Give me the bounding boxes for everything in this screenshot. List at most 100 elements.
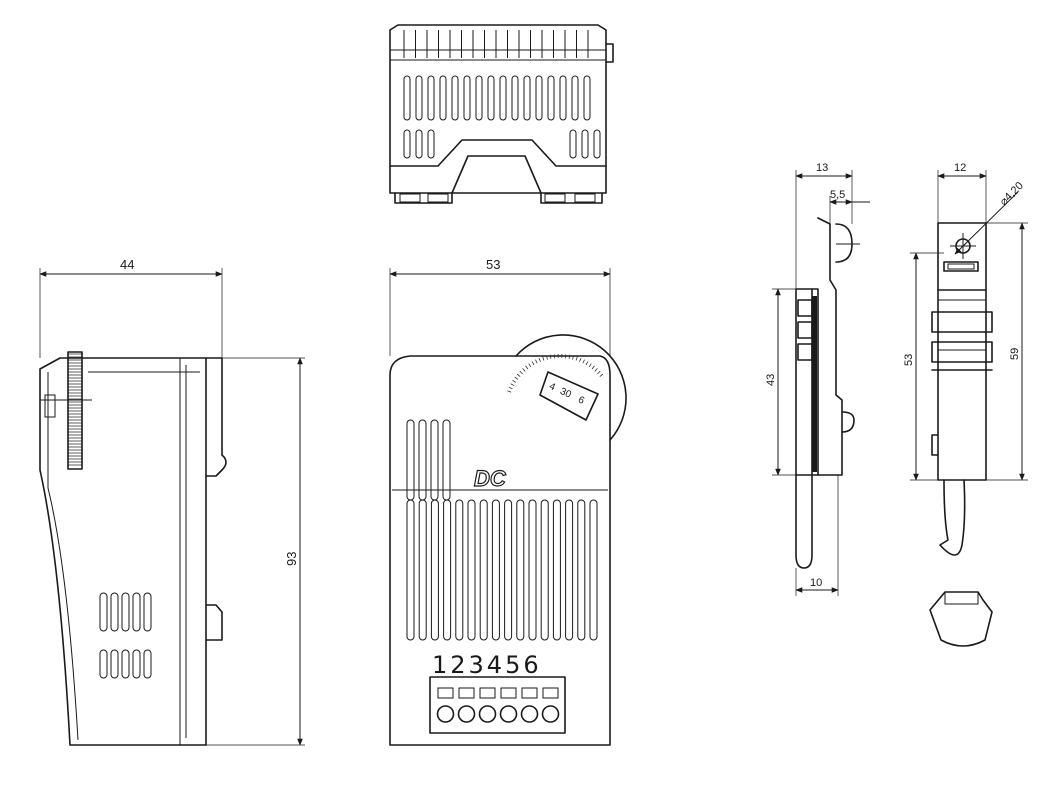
- vent-slot: [427, 129, 435, 159]
- dial-tooth: [597, 370, 601, 375]
- dim-sensor-offset: 5,5: [830, 189, 845, 201]
- vent-slot: [132, 649, 141, 679]
- dial-tooth: [522, 368, 526, 372]
- dim-probe-width: 10: [810, 577, 822, 589]
- dial-tooth: [507, 390, 512, 393]
- vent-slot: [552, 499, 561, 641]
- terminal-clamp: [542, 687, 559, 699]
- top-view-vents: [403, 30, 601, 159]
- vent-slot: [427, 75, 435, 121]
- dim-sensor-body-height: 43: [765, 374, 777, 386]
- dim-clip-body-height: 53: [903, 354, 915, 366]
- dial-tooth: [572, 355, 574, 360]
- vent-slot: [455, 499, 464, 641]
- front-view-vents: [406, 419, 598, 641]
- terminal-screw: [520, 705, 539, 723]
- side-view: [39, 351, 227, 746]
- vent-slot: [581, 129, 589, 159]
- dim-clip-total-height: 59: [1009, 348, 1021, 360]
- vent-slot: [415, 129, 423, 159]
- vent-slot: [110, 592, 119, 632]
- vent-slot: [479, 499, 488, 641]
- vent-slot: [583, 75, 591, 121]
- dim-height: 93: [284, 552, 299, 566]
- dial-tooth: [585, 361, 589, 366]
- dial-tooth: [528, 363, 532, 368]
- vent-slot: [415, 75, 423, 121]
- dial-tooth: [519, 370, 523, 375]
- dim-hole-diameter: ⌀4,20: [998, 180, 1026, 208]
- vent-slot: [547, 75, 555, 121]
- terminal-screw: [457, 705, 476, 723]
- vent-slot: [540, 499, 549, 641]
- terminal-clamp: [437, 687, 454, 699]
- vent-slot: [504, 499, 513, 641]
- vent-slot: [593, 129, 601, 159]
- vent-slot: [143, 592, 152, 632]
- dial-tooth: [512, 380, 517, 383]
- side-view-vents: [99, 592, 152, 679]
- dial-tooth: [514, 376, 519, 380]
- vent-slot: [403, 75, 411, 121]
- vent-slot: [491, 499, 500, 641]
- vent-slot: [499, 75, 507, 121]
- dial-tooth: [579, 357, 582, 362]
- vent-slot: [418, 499, 427, 641]
- vent-slot: [121, 592, 130, 632]
- terminal-clamp: [458, 687, 475, 699]
- brand-logo: DC: [474, 466, 507, 491]
- vent-slot: [569, 129, 577, 159]
- vent-slot: [443, 499, 452, 641]
- dim-clip-width: 12: [954, 162, 966, 174]
- dim-side-width: 44: [120, 257, 134, 272]
- vent-slot: [99, 649, 108, 679]
- top-view: [389, 24, 614, 204]
- dial-tooth: [510, 383, 515, 386]
- dial-teeth: [507, 354, 604, 393]
- dial-tooth: [594, 368, 598, 372]
- vent-slot: [132, 592, 141, 632]
- vent-slot: [463, 75, 471, 121]
- vent-slot: [565, 499, 574, 641]
- dial-tooth: [538, 357, 541, 362]
- dial-tooth: [599, 373, 604, 377]
- dial-tooth: [531, 361, 535, 366]
- terminal-numbers: 123456: [432, 651, 542, 679]
- vent-slot: [467, 499, 476, 641]
- sensor-side-view: [795, 217, 860, 569]
- vent-slot: [475, 75, 483, 121]
- dial-scale-low: 4: [547, 381, 557, 394]
- vent-slot: [487, 75, 495, 121]
- terminal-clamp: [521, 687, 538, 699]
- terminal-screw: [541, 705, 560, 723]
- sensor-clip-view: [929, 222, 993, 647]
- dial-tooth: [591, 365, 595, 370]
- vent-slot: [571, 75, 579, 121]
- vent-slot: [418, 419, 427, 501]
- vent-slot: [430, 499, 439, 641]
- vent-slot: [99, 592, 108, 632]
- vent-slot: [559, 75, 567, 121]
- knurled-dial-edge: [68, 353, 82, 466]
- vent-slot: [511, 75, 519, 121]
- vent-slot: [577, 499, 586, 641]
- dial-tooth: [549, 354, 552, 359]
- vent-slot: [406, 419, 415, 501]
- vent-slot: [439, 75, 447, 121]
- terminal-block: [436, 687, 560, 723]
- dial-scale-mid: 30: [558, 386, 573, 401]
- vent-slot: [451, 75, 459, 121]
- dim-sensor-depth: 13: [816, 162, 828, 174]
- vent-slot: [430, 419, 439, 501]
- terminal-screw: [499, 705, 518, 723]
- vent-slot: [535, 75, 543, 121]
- vent-slot: [523, 75, 531, 121]
- vent-slot: [143, 649, 152, 679]
- vent-slot: [516, 499, 525, 641]
- dim-front-width: 53: [486, 257, 500, 272]
- vent-slot: [589, 499, 598, 641]
- dial-tooth: [588, 363, 592, 368]
- vent-slot: [528, 499, 537, 641]
- front-view: 4 30 6 DC 123456: [389, 334, 627, 746]
